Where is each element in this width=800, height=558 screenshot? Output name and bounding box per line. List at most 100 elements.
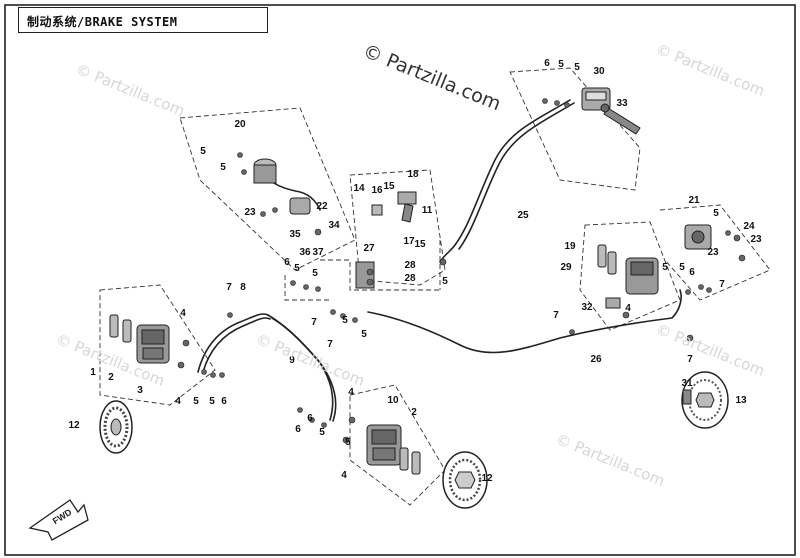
part-callout-15: 15 (383, 181, 395, 192)
part-callout-11: 11 (422, 205, 433, 216)
part-callout-13: 13 (735, 395, 747, 406)
rear-hub (684, 224, 712, 250)
part-callout-33: 33 (616, 98, 628, 109)
part-callout-26: 26 (590, 354, 602, 365)
reservoir-rear (253, 158, 311, 215)
part-callout-12: 12 (481, 473, 493, 484)
part-callout-4: 4 (348, 387, 354, 398)
part-callout-23: 23 (750, 234, 762, 245)
caliper-front-left (109, 314, 170, 364)
part-callout-18: 18 (407, 169, 419, 180)
part-callout-5: 5 (294, 263, 300, 274)
part-callout-30: 30 (593, 66, 605, 77)
part-callout-7: 7 (327, 339, 333, 350)
part-callout-5: 5 (662, 262, 668, 273)
master-cylinder-handlebar (581, 87, 641, 135)
part-callout-37: 37 (312, 247, 324, 258)
leader-cluster-b (320, 259, 440, 291)
part-callout-7: 7 (687, 354, 693, 365)
group-outline-rear-axle (659, 204, 771, 301)
part-callout-5: 5 (312, 268, 318, 279)
part-callout-7: 7 (719, 279, 725, 290)
part-callout-5: 5 (574, 62, 580, 73)
group-outline-rear-reservoir (179, 107, 356, 271)
part-callout-25: 25 (517, 210, 529, 221)
brake-disc-rear (681, 371, 729, 429)
leader-cluster-a (284, 275, 330, 301)
part-callout-28: 28 (404, 260, 416, 271)
part-callout-10: 10 (387, 395, 399, 406)
part-callout-5: 5 (193, 396, 199, 407)
part-callout-24: 24 (743, 221, 755, 232)
part-callout-4: 4 (341, 470, 347, 481)
part-callout-6: 6 (307, 413, 313, 424)
part-callout-8: 8 (240, 282, 246, 293)
brake-hose-front-right-inner (271, 317, 337, 422)
part-callout-5: 5 (342, 315, 348, 326)
part-callout-15: 15 (414, 239, 426, 250)
part-callout-5: 5 (361, 329, 367, 340)
brake-hose-front-left-inner (202, 317, 271, 373)
part-callout-3: 3 (137, 385, 143, 396)
part-callout-4: 4 (180, 308, 186, 319)
part-callout-5: 5 (345, 437, 351, 448)
part-callout-28: 28 (404, 273, 416, 284)
part-callout-36: 36 (299, 247, 311, 258)
brake-hose-front-left (197, 313, 269, 373)
group-outline-handlebar-master (509, 67, 641, 191)
part-callout-1: 1 (90, 367, 96, 378)
part-callout-6: 6 (295, 424, 301, 435)
title-box: 制动系统/BRAKE SYSTEM (18, 7, 268, 33)
brake-line-rear (367, 289, 682, 354)
part-callout-22: 22 (316, 201, 328, 212)
part-callout-7: 7 (226, 282, 232, 293)
part-callout-23: 23 (244, 207, 256, 218)
brake-disc-right (442, 451, 488, 509)
part-callout-5: 5 (319, 427, 325, 438)
caliper-rear (597, 244, 659, 309)
part-callout-5: 5 (220, 162, 226, 173)
part-callout-5: 5 (200, 146, 206, 157)
page-title: 制动系统/BRAKE SYSTEM (27, 15, 178, 29)
part-callout-23: 23 (707, 247, 719, 258)
part-callout-29: 29 (560, 262, 572, 273)
part-callout-21: 21 (688, 195, 700, 206)
part-callout-2: 2 (411, 407, 417, 418)
part-callout-14: 14 (353, 183, 365, 194)
brake-pedal-assembly (355, 191, 417, 289)
part-callout-5: 5 (209, 396, 215, 407)
part-callout-32: 32 (581, 302, 593, 313)
part-callout-6: 6 (221, 396, 227, 407)
part-callout-19: 19 (564, 241, 576, 252)
part-callout-5: 5 (713, 208, 719, 219)
part-callout-4: 4 (175, 396, 181, 407)
part-callout-4: 4 (625, 303, 631, 314)
part-callout-34: 34 (328, 220, 340, 231)
caliper-front-right (366, 424, 421, 475)
part-callout-9: 9 (289, 355, 295, 366)
part-callout-17: 17 (403, 236, 415, 247)
outer-frame (4, 4, 796, 556)
group-outline-rear-caliper (579, 221, 681, 331)
group-outline-front-right-caliper (349, 384, 446, 506)
part-callout-12: 12 (68, 420, 80, 431)
fastener-markers (177, 98, 746, 444)
brake-disc-left (99, 400, 133, 454)
part-callout-7: 7 (311, 317, 317, 328)
part-callout-7: 7 (553, 310, 559, 321)
part-callout-6: 6 (284, 257, 290, 268)
part-callout-5: 5 (679, 262, 685, 273)
part-callout-5: 5 (558, 59, 564, 70)
fwd-arrow: FWD (28, 499, 89, 541)
part-callout-31: 31 (681, 378, 693, 389)
brake-hose-handlebar (439, 99, 571, 263)
part-callout-16: 16 (371, 185, 383, 196)
group-outline-front-left-caliper (99, 284, 216, 406)
part-callout-6: 6 (544, 58, 550, 69)
part-callout-20: 20 (234, 119, 246, 130)
part-callout-35: 35 (289, 229, 301, 240)
part-callout-2: 2 (108, 372, 114, 383)
